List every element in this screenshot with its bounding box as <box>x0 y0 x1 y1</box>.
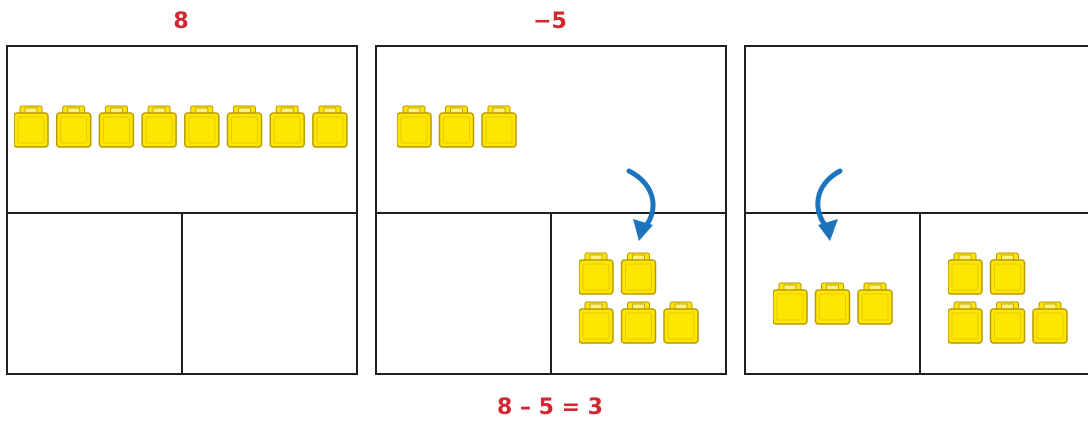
cube-group <box>948 252 1068 344</box>
linking-cube-icon <box>948 301 983 344</box>
linking-cube-icon <box>948 252 983 295</box>
part-left-section <box>377 214 552 373</box>
part-left-section <box>746 214 921 373</box>
linking-cube-icon <box>663 301 699 344</box>
linking-cube-icon <box>579 252 614 295</box>
linking-cube-icon <box>98 105 135 148</box>
linking-cube-icon <box>989 252 1026 295</box>
cube-row <box>14 105 348 148</box>
linking-cube-icon <box>773 282 808 325</box>
move-arrow-icon <box>626 168 656 241</box>
linking-cube-icon <box>312 105 348 148</box>
whole-section <box>746 47 1088 214</box>
linking-cube-icon <box>14 105 49 148</box>
whole-section <box>377 47 725 214</box>
linking-cube-icon <box>481 105 517 148</box>
move-arrow-icon <box>815 168 843 241</box>
part-right-section <box>183 214 356 373</box>
part-part-whole-mat-1 <box>6 45 358 375</box>
linking-cube-icon <box>989 301 1026 344</box>
part-left-section <box>8 214 183 373</box>
cube-row <box>773 282 893 325</box>
linking-cube-icon <box>814 282 851 325</box>
whole-section <box>8 47 356 214</box>
linking-cube-icon <box>397 105 432 148</box>
linking-cube-icon <box>55 105 92 148</box>
part-right-section <box>552 214 725 373</box>
cube-row <box>397 105 517 148</box>
part-right-section <box>921 214 1088 373</box>
cube-group <box>579 252 699 344</box>
linking-cube-icon <box>141 105 177 148</box>
linking-cube-icon <box>1032 301 1068 344</box>
linking-cube-icon <box>184 105 220 148</box>
linking-cube-icon <box>579 301 614 344</box>
linking-cube-icon <box>226 105 263 148</box>
equation-label: 8 – 5 = 3 <box>497 395 603 420</box>
start-count-label: 8 <box>173 9 189 34</box>
part-part-whole-mat-2 <box>375 45 727 375</box>
take-away-label: −5 <box>533 9 567 34</box>
linking-cube-icon <box>620 301 657 344</box>
linking-cube-icon <box>438 105 475 148</box>
linking-cube-icon <box>269 105 305 148</box>
part-part-whole-mat-3 <box>744 45 1088 375</box>
linking-cube-icon <box>857 282 893 325</box>
linking-cube-icon <box>620 252 657 295</box>
